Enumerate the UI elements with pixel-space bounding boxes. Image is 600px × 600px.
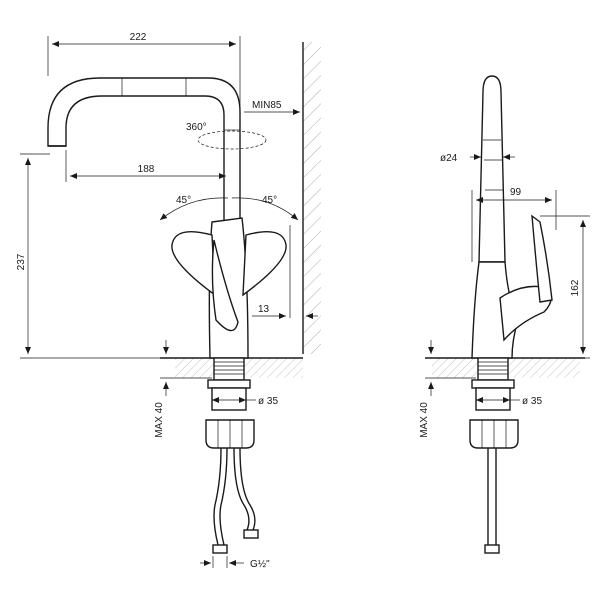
rotation-ellipse [197,130,267,150]
label-222: 222 [130,32,147,43]
label-45-left: 45° [176,195,191,206]
arc-right [231,197,299,221]
label-162: 162 [570,279,581,296]
hose-fitting-left [212,544,228,554]
side-shank [477,357,509,381]
side-spout [478,75,506,263]
label-thread: G½" [250,559,270,570]
spout-body [47,77,241,226]
mount-plate [207,379,251,389]
label-13: 13 [258,304,270,315]
label-max40-side: MAX 40 [419,402,430,438]
handle-left [171,231,216,297]
side-lever-base [499,285,552,342]
shank [213,357,245,381]
side-lever [531,214,553,303]
front-view: 222 MIN85 360° 188 45° 45° 237 13 ø 35 [16,32,321,570]
wall-hatch [303,42,321,354]
handle-right [242,231,287,297]
label-45-right: 45° [262,195,277,206]
label-237: 237 [16,253,27,270]
side-view: ø24 99 162 ø 35 MAX 40 [419,75,590,554]
mount-block [211,387,247,411]
label-99: 99 [510,187,522,198]
hose-fitting-right [243,529,259,539]
label-max40-front: MAX 40 [154,402,165,438]
label-dia35-side: ø 35 [522,396,542,407]
label-dia24: ø24 [440,153,458,164]
handle-lever [211,239,239,332]
label-min85: MIN85 [252,100,282,111]
hose-left [213,447,222,546]
label-188: 188 [138,164,155,175]
label-dia35-front: ø 35 [258,396,278,407]
hose-right [233,447,250,531]
label-360: 360° [186,122,207,133]
side-hose-fitting [484,544,500,554]
arc-left [159,197,229,221]
